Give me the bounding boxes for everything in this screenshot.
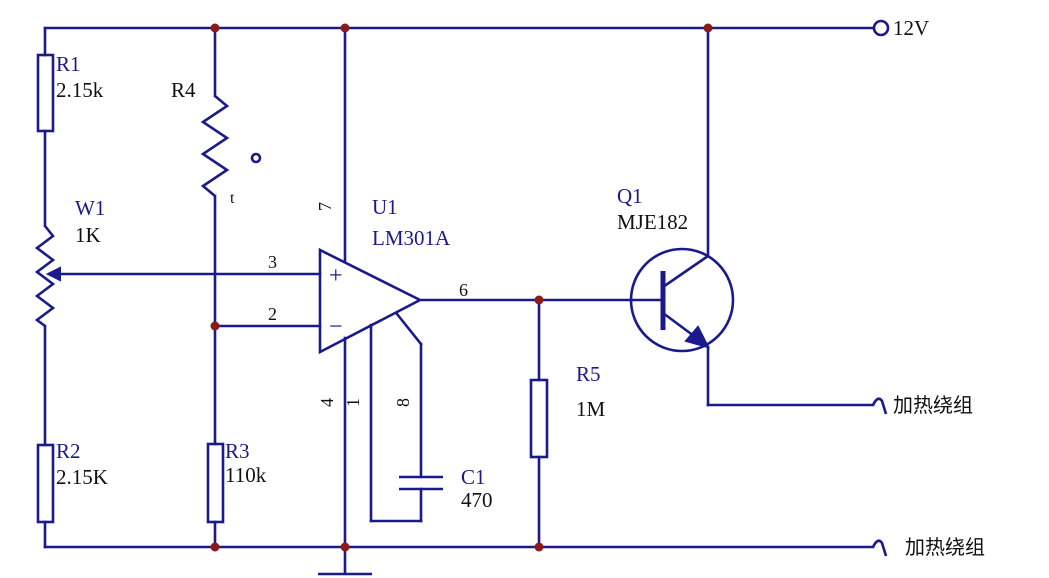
junction-dot xyxy=(534,542,544,552)
pin3-label: 3 xyxy=(268,252,277,272)
junction-dot xyxy=(210,542,220,552)
r3-resistor xyxy=(206,442,225,524)
r2-resistor xyxy=(36,443,55,524)
r2-value: 2.15K xyxy=(56,465,108,489)
supply-terminal-icon xyxy=(872,19,890,37)
pin7-label: 7 xyxy=(315,202,335,211)
junction-dot xyxy=(703,23,713,33)
pin2-label: 2 xyxy=(268,304,277,324)
w1-potentiometer xyxy=(34,225,56,328)
r3-ref: R3 xyxy=(225,439,250,463)
r4-thermistor xyxy=(200,95,230,197)
r2-ref: R2 xyxy=(56,439,81,463)
u1-minus-sign: − xyxy=(329,314,343,340)
r1-value: 2.15k xyxy=(56,78,104,102)
r3-value: 110k xyxy=(225,463,267,487)
w1-value: 1K xyxy=(75,223,101,247)
supply-label: 12V xyxy=(893,16,929,40)
w1-ref: W1 xyxy=(75,196,105,220)
heater-label-bottom: 加热绕组 xyxy=(905,535,985,559)
pin6-label: 6 xyxy=(459,280,468,300)
r4-symbol: t xyxy=(230,190,235,207)
c1-ref: C1 xyxy=(461,465,486,489)
q1-emitter-arrow-icon xyxy=(684,325,710,349)
heater-terminal-bottom-icon xyxy=(871,539,888,557)
r4-temperature-icon xyxy=(250,152,262,164)
r4-ref: R4 xyxy=(171,78,196,102)
r1-ref: R1 xyxy=(56,52,81,76)
q1-transistor-body xyxy=(629,247,735,353)
pin1-label: 1 xyxy=(343,398,363,407)
u1-ref: U1 xyxy=(372,195,398,219)
junction-dot xyxy=(340,23,350,33)
junction-dot xyxy=(210,23,220,33)
pin4-label: 4 xyxy=(317,398,337,407)
r5-resistor xyxy=(529,378,549,459)
junction-dot xyxy=(210,321,220,331)
c1-value: 470 xyxy=(461,488,493,512)
q1-ref: Q1 xyxy=(617,184,643,208)
q1-value: MJE182 xyxy=(617,210,688,234)
heater-terminal-top-icon xyxy=(871,397,888,415)
r5-ref: R5 xyxy=(576,362,601,386)
r5-value: 1M xyxy=(576,397,606,421)
heater-label-top: 加热绕组 xyxy=(893,393,973,417)
u1-pin8-diag-wire xyxy=(395,312,423,346)
r1-resistor xyxy=(36,53,55,133)
u1-value: LM301A xyxy=(372,226,451,250)
junction-dot xyxy=(340,542,350,552)
q1-collector-leg xyxy=(662,254,709,289)
pin8-label: 8 xyxy=(393,398,413,407)
junction-dot xyxy=(534,295,544,305)
u1-plus-sign: + xyxy=(329,263,343,289)
